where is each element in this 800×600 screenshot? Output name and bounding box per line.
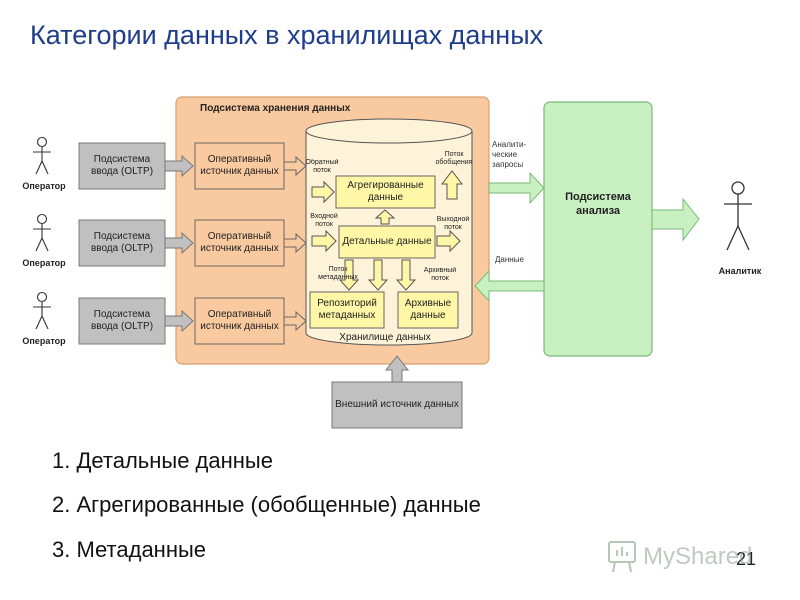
list-number: 3.: [52, 537, 77, 562]
aggregated-box: [335, 175, 436, 209]
operator-figure: [33, 136, 51, 175]
queries-arrow: [488, 171, 545, 205]
operational-source-label: Оперативный источник данных: [200, 231, 279, 254]
storage-subsystem-label: Подсистема хранения данных: [200, 103, 351, 114]
list-text: Детальные данные: [76, 448, 273, 473]
operator-label: Оператор: [22, 336, 66, 346]
operator-row: Оператор Подсистема ввода (OLTP) Оперативн…: [22, 291, 307, 346]
operator-label: Оператор: [22, 181, 66, 191]
archive-flow-arrow: [395, 259, 417, 291]
operational-source-box: [194, 219, 285, 267]
operator-figure: [33, 291, 51, 330]
source-to-warehouse-arrow: [283, 310, 307, 332]
generalization-flow-label: Поток обобщения: [435, 151, 473, 166]
external-source-arrow: [384, 355, 410, 383]
archive-flow-label: Архивный поток: [423, 267, 457, 282]
source-to-warehouse-arrow: [283, 232, 307, 254]
operator-row: Оператор Подсистема ввода (OLTP) Оперативн…: [22, 213, 307, 268]
operator-label: Оператор: [22, 258, 66, 268]
source-to-warehouse-arrow: [283, 155, 307, 177]
data-arrow: [474, 269, 545, 303]
oltp-box: [78, 297, 166, 345]
watermark-logo: MyShared: [608, 541, 752, 573]
list-text: Метаданные: [76, 537, 207, 562]
aggregated-text: Агрегированные данные: [347, 180, 424, 203]
metadata-flow-label: Поток метаданных: [318, 266, 358, 281]
queries-label: Аналити- ческие запросы: [492, 140, 527, 169]
reverse-flow-label: Обратный поток: [305, 159, 339, 174]
list-item: 2. Агрегированные (обобщенные) данные: [52, 492, 481, 518]
input-flow-label: Входной поток: [310, 213, 338, 228]
oltp-to-source-arrow: [164, 309, 194, 333]
oltp-box: [78, 219, 166, 267]
external-source-label: Внешний источник данных: [335, 399, 459, 410]
oltp-to-source-arrow: [164, 231, 194, 255]
oltp-to-source-arrow: [164, 154, 194, 178]
operational-source-box: [194, 297, 285, 345]
metadata-flow-arrow: [338, 259, 360, 291]
list-text: Агрегированные (обобщенные) данные: [76, 492, 481, 517]
reverse-flow-arrow: [311, 180, 335, 204]
external-source-box: [331, 381, 463, 429]
analysis-subsystem-box: [543, 101, 653, 357]
oltp-label: Подсистема ввода (OLTP): [90, 231, 154, 254]
archive-box: [397, 291, 459, 329]
output-flow-arrow: [436, 229, 461, 253]
operator-row: Оператор Подсистема ввода (OLTP) Оперативн…: [22, 136, 307, 191]
generalization-flow-arrow: [440, 170, 464, 200]
list-number: 2.: [52, 492, 77, 517]
analysis-to-analyst-arrow: [651, 197, 700, 242]
slide-title: Категории данных в хранилищах данных: [30, 20, 544, 50]
analyst-figure: [724, 181, 752, 251]
detail-down-arrow: [367, 259, 389, 291]
presentation-icon: [608, 541, 636, 573]
archive-text: Архивные данные: [404, 298, 452, 321]
page-number: 21: [736, 549, 757, 569]
warehouse-label: Хранилище данных: [339, 332, 430, 343]
output-flow-label: Выходной поток: [436, 216, 470, 231]
detailed-text: Детальные данные: [342, 236, 432, 247]
operational-source-box: [194, 142, 285, 190]
detailed-box: [338, 225, 436, 259]
analyst-label: Аналитик: [719, 266, 762, 276]
aggregation-up-arrow: [374, 209, 396, 225]
operational-source-label: Оперативный источник данных: [200, 154, 279, 177]
inner-flow-arrows: [311, 170, 464, 291]
data-label: Данные: [495, 255, 524, 264]
analysis-subsystem-label: Подсистема анализа: [565, 191, 631, 217]
metadata-repo-box: [309, 291, 385, 329]
operator-figure: [33, 213, 51, 252]
oltp-label: Подсистема ввода (OLTP): [90, 309, 154, 332]
watermark-text: MyShared: [643, 543, 752, 570]
operational-source-label: Оперативный источник данных: [200, 309, 279, 332]
list-number: 1.: [52, 448, 77, 473]
input-flow-arrow: [311, 229, 337, 253]
oltp-label: Подсистема ввода (OLTP): [90, 154, 154, 177]
metadata-repo-text: Репозиторий метаданных: [317, 298, 377, 321]
list-item: 1. Детальные данные: [52, 448, 273, 474]
flow-labels: Обратный поток Поток обобщения Входной п…: [305, 151, 473, 282]
list-item: 3. Метаданные: [52, 537, 206, 563]
